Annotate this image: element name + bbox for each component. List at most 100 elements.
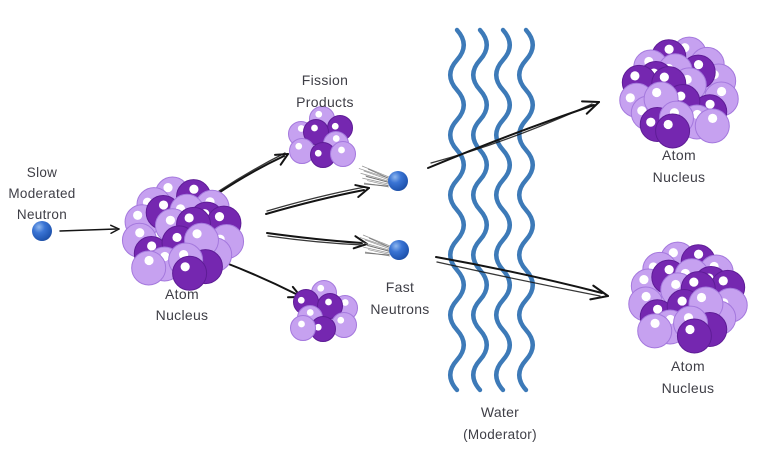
sphere-highlight: [625, 93, 635, 103]
sphere-highlight: [314, 149, 322, 157]
speed-line: [361, 165, 390, 178]
sphere-highlight: [668, 248, 678, 258]
arrowhead: [274, 153, 289, 156]
sphere-highlight: [180, 262, 190, 272]
sphere-highlight: [184, 213, 194, 223]
sphere-highlight: [133, 210, 143, 220]
neutron-path-arrows: [427, 100, 609, 301]
speed-line: [363, 246, 391, 254]
sphere-highlight: [659, 72, 669, 82]
sphere-highlight: [685, 324, 695, 335]
sphere-highlight: [297, 296, 305, 304]
sphere-highlight: [664, 44, 674, 54]
water-moderator-label-line2: (Moderator): [463, 427, 537, 442]
sphere-highlight: [331, 122, 339, 130]
sphere-highlight: [639, 274, 649, 285]
speed-trail: [358, 165, 390, 188]
sphere-highlight: [671, 279, 681, 290]
sphere-highlight: [341, 299, 349, 306]
slow-neutron-label-line2: Moderated: [8, 186, 75, 201]
atom-nucleus-left-label-line1: Atom: [165, 286, 199, 302]
sphere-highlight: [641, 291, 651, 302]
speed-line: [368, 249, 391, 255]
sphere-highlight: [708, 113, 718, 123]
sphere-highlight: [144, 255, 154, 266]
sphere-highlight: [716, 86, 727, 97]
arrow-shaft-sketch: [436, 261, 601, 297]
nucleon-dark: [655, 113, 691, 149]
slow-neutron-label-line3: Neutron: [17, 207, 67, 222]
sphere-highlight: [297, 125, 305, 132]
sphere-highlight: [332, 135, 340, 142]
nucleon-light: [330, 141, 356, 167]
water-wave-line: [494, 27, 512, 393]
atom-nucleus-bottom-right-label-line1: Atom: [671, 358, 705, 374]
nucleon-dark: [676, 318, 712, 354]
sphere-highlight: [637, 106, 647, 116]
sphere-highlight: [163, 182, 173, 193]
arrowhead: [110, 228, 120, 234]
nucleon-light: [290, 315, 316, 341]
sphere-highlight: [158, 200, 169, 210]
speed-line: [362, 177, 390, 185]
neutron-spheres: [32, 171, 409, 260]
arrowhead: [589, 295, 609, 301]
atom-nucleus-bottom-right-label-line2: Nucleus: [662, 380, 715, 396]
fission-products-label-line1: Fission: [302, 72, 348, 88]
sphere-highlight: [298, 320, 305, 328]
fission-products-label-line2: Products: [296, 94, 354, 110]
atom-nucleus-left-cluster: [121, 176, 245, 291]
arrow-shaft: [220, 260, 297, 295]
sphere-highlight: [646, 117, 656, 127]
sphere-highlight: [325, 298, 332, 306]
speed-line: [368, 237, 390, 248]
atom-nucleus-bottom-right-cluster: [628, 241, 748, 354]
sphere-highlight: [693, 249, 704, 259]
diagram-labels: Slow Moderated Neutron Atom Nucleus Fiss…: [8, 72, 714, 442]
fast-neutron-sphere-1: [388, 171, 408, 191]
speed-line: [364, 239, 391, 250]
sphere-highlight: [315, 110, 323, 118]
sphere-highlight: [677, 296, 687, 306]
arrow-shaft-sketch: [218, 152, 286, 192]
sphere-highlight: [653, 304, 663, 314]
slow-moderated-neutron-sphere: [32, 221, 52, 241]
arrowhead: [110, 224, 120, 230]
arrow-shaft: [216, 155, 285, 195]
speed-trail: [359, 234, 391, 257]
water-wave-line: [517, 27, 535, 393]
speed-lines: [358, 165, 391, 257]
sphere-highlight: [306, 309, 314, 316]
fast-neutrons-label-line1: Fast: [386, 279, 414, 295]
sphere-highlight: [147, 241, 157, 251]
sphere-highlight: [696, 292, 707, 303]
speed-line: [361, 241, 391, 251]
sphere-highlight: [693, 60, 704, 70]
sphere-highlight: [311, 124, 318, 132]
speed-line: [364, 252, 390, 256]
atom-nucleus-top-right-label-line1: Atom: [662, 147, 696, 163]
sphere-highlight: [630, 71, 640, 81]
arrow-shaft-sketch: [430, 103, 593, 164]
sphere-highlight: [689, 277, 699, 287]
sphere-highlight: [172, 232, 182, 243]
arrowhead: [279, 153, 289, 166]
speed-line: [363, 183, 389, 187]
arrow-shaft-sketch: [267, 235, 364, 246]
sphere-highlight: [214, 212, 225, 222]
fast-neutron-sphere-2: [389, 240, 409, 260]
sphere-highlight: [338, 146, 345, 154]
sphere-highlight: [705, 99, 715, 109]
fission-product-bottom-cluster: [290, 280, 358, 342]
arrowhead: [581, 100, 600, 103]
sphere-highlight: [664, 265, 674, 275]
speed-line: [363, 170, 390, 181]
water-waves: [448, 27, 535, 393]
sphere-highlight: [192, 229, 202, 239]
arrowhead: [357, 187, 370, 198]
sphere-highlight: [337, 316, 345, 324]
nucleon-light: [131, 250, 167, 286]
slow-neutron-label-line1: Slow: [27, 165, 57, 180]
arrowhead: [585, 101, 600, 115]
